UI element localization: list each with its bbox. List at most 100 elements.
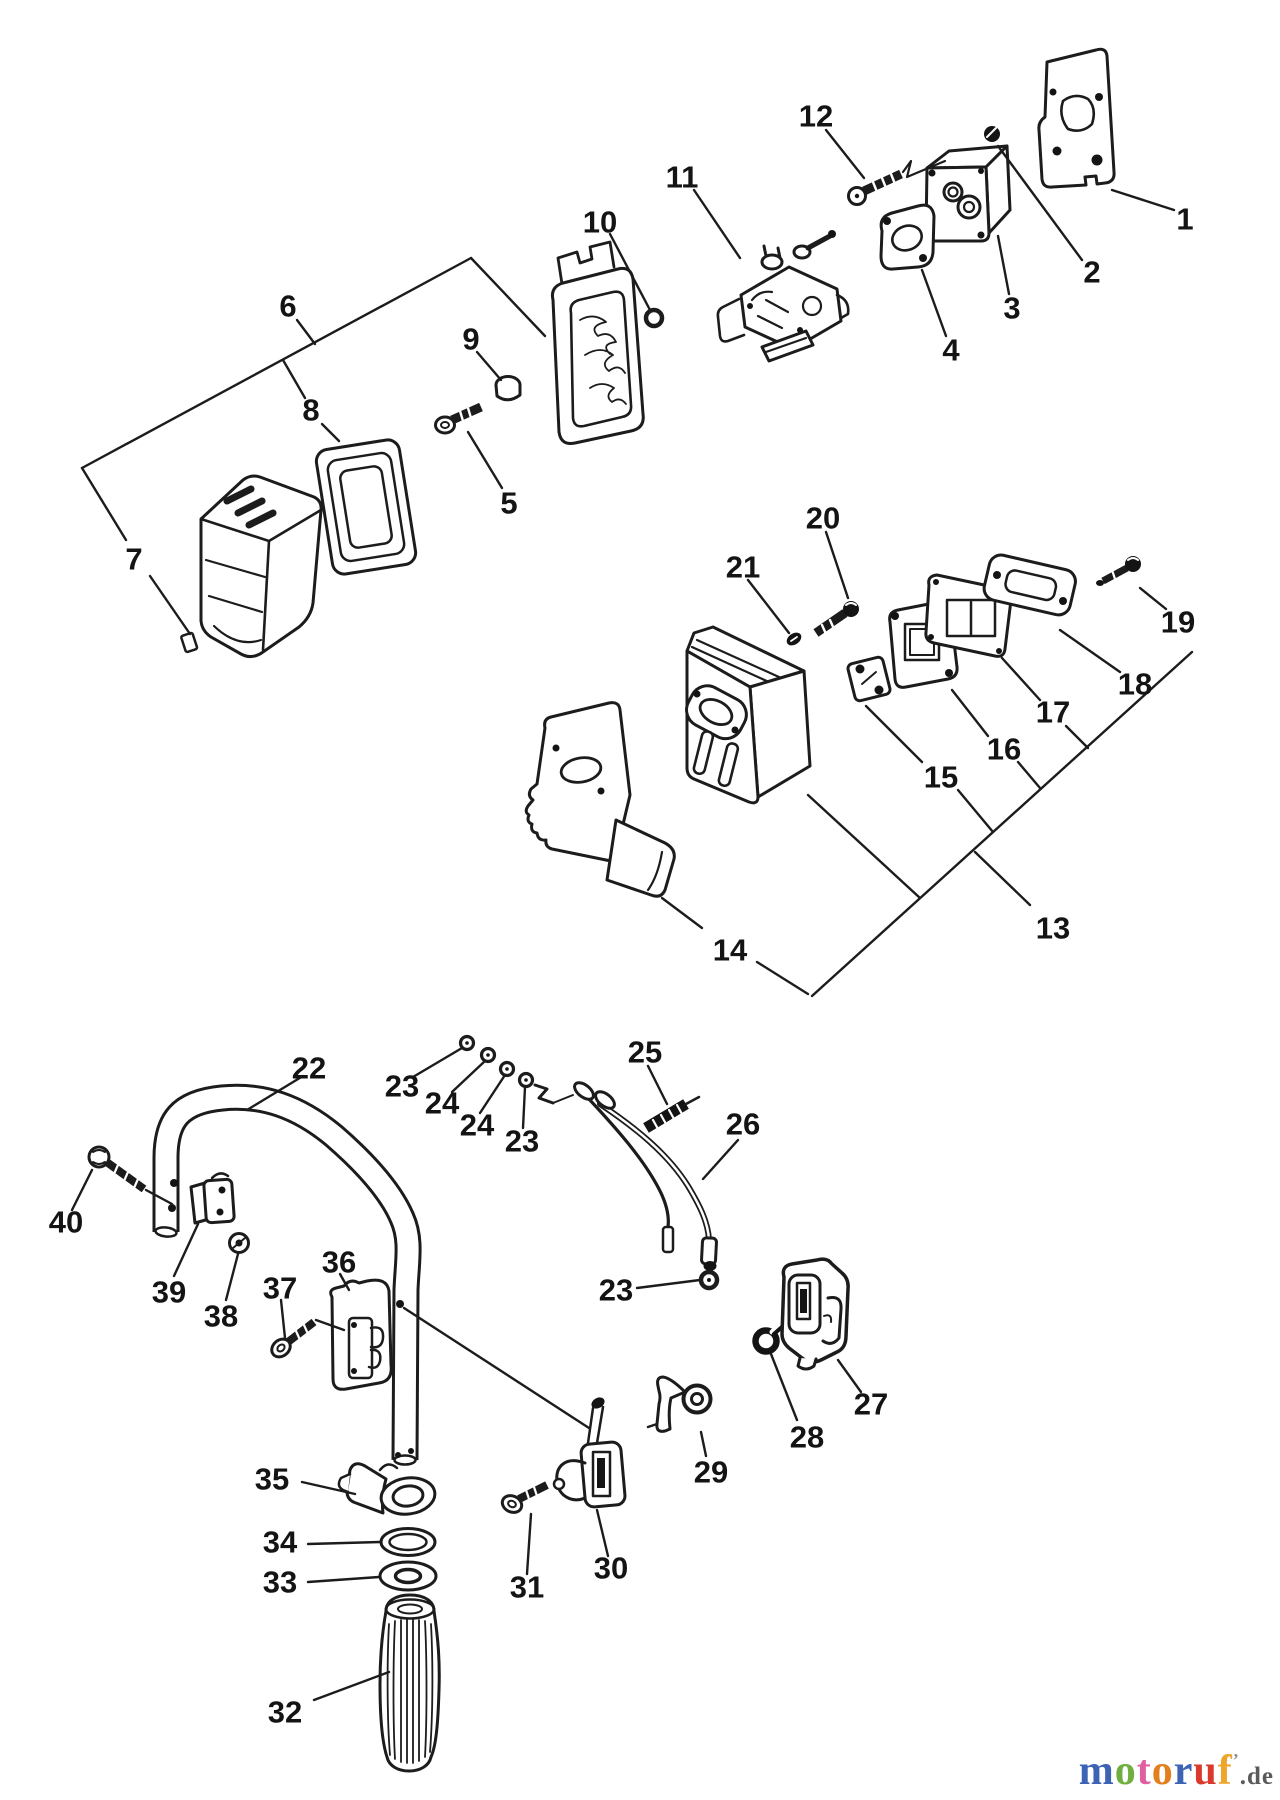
leader-28 [769,1352,799,1422]
part-exhaust-guard-14 [524,701,676,898]
leader-30 [595,1508,610,1558]
tick-8 [281,358,307,400]
part-label-5: 5 [500,486,517,521]
leader-22 [245,1074,305,1112]
part-label-8: 8 [302,393,319,428]
part-label-31: 31 [510,1570,544,1605]
part-carburetor-11 [716,230,850,363]
part-screw-19 [1096,556,1141,586]
logo-letter: o [1151,1748,1174,1794]
leader-14 [660,896,704,930]
part-oring-10 [643,307,665,329]
part-washer-21 [786,632,802,646]
leader-38 [224,1252,240,1302]
leader-25 [646,1064,669,1106]
part-label-9: 9 [462,322,479,357]
part-label-2: 2 [1083,255,1100,290]
part-label-4: 4 [942,333,960,368]
bracket-13 [810,650,1194,998]
leader-23c [635,1278,702,1290]
leader-18 [1058,628,1122,674]
part-label-21: 21 [726,550,760,585]
part-label-23b: 23 [505,1124,539,1159]
leader-32 [312,1670,391,1702]
logo-letter: u [1193,1748,1218,1794]
tick-13 [973,850,1032,907]
leader-12 [824,128,866,180]
leader-11 [692,188,742,260]
part-screw-37 [270,1318,317,1359]
leader-4 [920,268,948,338]
leader-5 [466,430,504,490]
leader-23a [411,1046,464,1079]
motoruf-wordmark: motoruf [1079,1748,1233,1794]
part-label-1: 1 [1176,202,1193,237]
part-label-27: 27 [854,1387,888,1422]
leader-3 [996,234,1011,296]
part-label-34: 34 [263,1525,298,1560]
leader-lines [70,128,1194,1702]
part-screw-5 [434,402,483,435]
part-label-29: 29 [694,1455,728,1490]
part-label-24b: 24 [460,1108,495,1143]
part-label-7: 7 [125,542,142,577]
leader-7-lower [148,574,192,636]
logo-letter: r [1173,1748,1194,1794]
part-valve-plate-18 [982,553,1077,617]
part-label-23c: 23 [599,1273,633,1308]
part-cable-nut-23 [698,1269,720,1291]
leader-27 [836,1358,863,1394]
leader-9 [475,350,503,382]
tick-16 [1016,760,1042,790]
part-label-11: 11 [666,160,699,195]
leader-14-bracket [755,960,810,996]
leader-24b [478,1073,507,1115]
tick-6 [295,318,317,346]
leader-8-part [320,422,341,443]
part-label-30: 30 [594,1551,628,1586]
part-label-23a: 23 [385,1069,419,1104]
part-grip-32 [378,1593,441,1773]
part-label-25: 25 [628,1035,662,1070]
tick-17 [1064,724,1090,750]
part-label-15: 15 [924,760,958,795]
leader-37 [279,1298,287,1340]
part-throttle-assembly-30 [552,1397,627,1509]
part-gasket-15 [846,655,892,703]
part-muffler-13 [685,625,812,805]
part-nut-2 [984,126,1000,142]
leader-17 [1000,656,1042,702]
part-collar-nut-9 [494,375,522,402]
leader-muffler [806,793,922,900]
part-filter-element-8 [314,438,418,576]
part-nut-38 [228,1232,250,1254]
leader-30-long [402,1306,591,1430]
part-label-33: 33 [263,1565,297,1600]
part-label-26: 26 [726,1107,760,1142]
part-fuel-pump-3 [924,144,1012,243]
logo-letter: m [1078,1748,1115,1794]
motoruf-logo[interactable]: motoruf’.de [1079,1750,1274,1792]
leader-19 [1138,586,1168,611]
part-label-16: 16 [987,732,1021,767]
part-label-17: 17 [1036,695,1070,730]
leader-7-upper [80,466,128,542]
part-label-6: 6 [279,289,296,324]
leader-40 [70,1168,94,1212]
part-clamp-36 [329,1278,393,1391]
leader-36 [338,1272,351,1292]
bracket-6 [80,256,473,470]
part-label-38: 38 [204,1299,238,1334]
part-label-35: 35 [255,1462,289,1497]
part-label-19: 19 [1161,605,1195,640]
leader-26 [701,1138,740,1181]
part-label-37: 37 [263,1271,297,1306]
trademark-mark: ’ [1232,1750,1240,1770]
leader-23b [521,1085,527,1130]
part-gasket-4 [879,203,936,271]
part-screw-31 [500,1481,549,1514]
logo-domain-suffix: .de [1239,1763,1274,1790]
leader-29 [699,1430,708,1458]
